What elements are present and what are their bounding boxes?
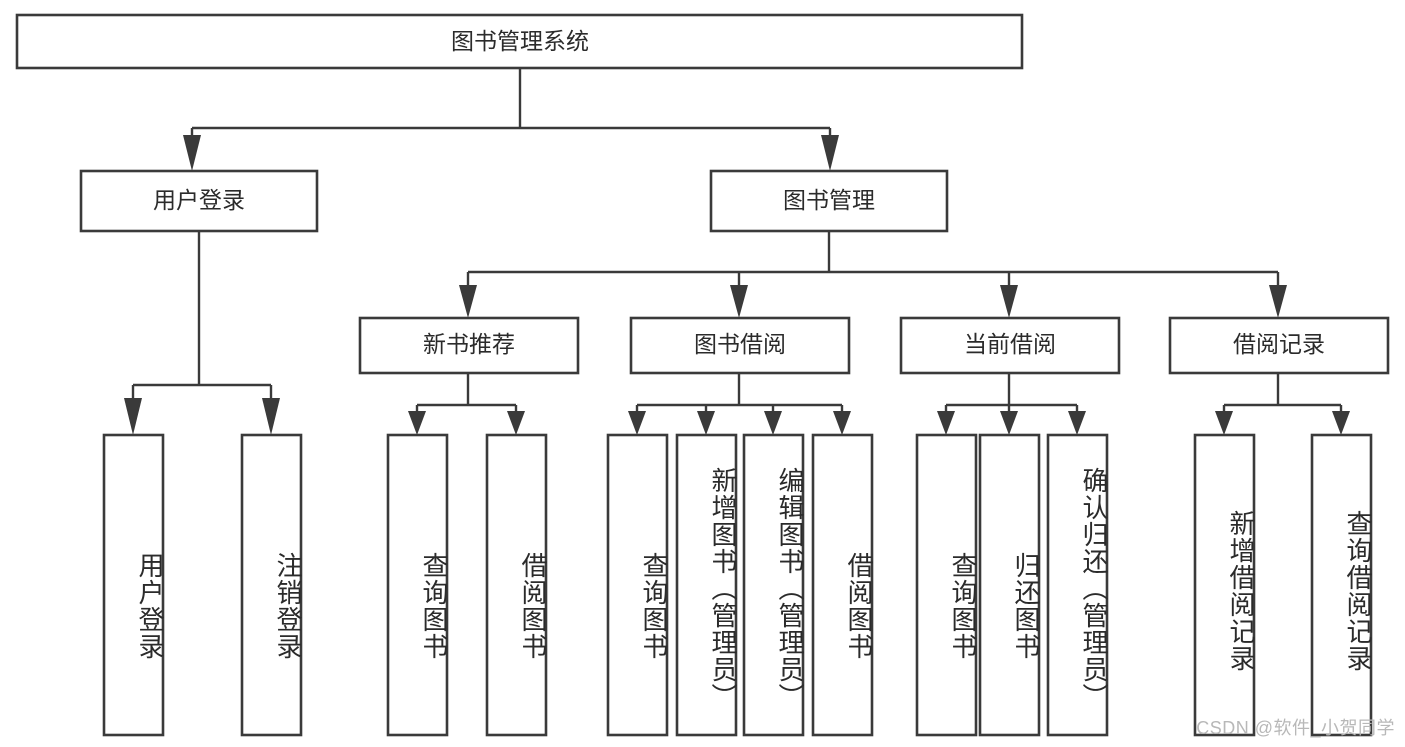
arrow-head-br-add-record	[1215, 411, 1233, 435]
arrow-head-bb-borrow-book	[833, 411, 851, 435]
arrow-head-book-manage	[821, 135, 839, 171]
leaf-box-bb-query-book[interactable]	[606, 433, 669, 737]
leaf-box-layer	[102, 433, 1373, 737]
node-book-borrow-label: 图书借阅	[694, 331, 786, 357]
watermark-text: CSDN @软件_小贺同学	[1196, 718, 1395, 738]
arrow-head-rec-borrow-book	[507, 411, 525, 435]
node-borrow-record-label: 借阅记录	[1233, 331, 1325, 357]
node-book-borrow[interactable]: 图书借阅	[629, 316, 851, 375]
leaf-box-rec-query-book[interactable]	[386, 433, 449, 737]
arrow-head-br-query-record	[1332, 411, 1350, 435]
node-new-book-recommend-label: 新书推荐	[423, 331, 515, 357]
node-user-login[interactable]: 用户登录	[79, 169, 319, 233]
arrow-head-borrow-record	[1269, 285, 1287, 318]
node-book-manage[interactable]: 图书管理	[709, 169, 949, 233]
arrow-head-bb-add-book	[697, 411, 715, 435]
leaf-box-cb-query-book[interactable]	[915, 433, 978, 737]
node-root-title[interactable]: 图书管理系统	[15, 13, 1024, 70]
node-root-title-label: 图书管理系统	[451, 28, 589, 54]
arrow-head-user-login	[183, 135, 201, 171]
arrow-head-cb-return-book	[1000, 411, 1018, 435]
leaf-box-rec-borrow-book[interactable]	[485, 433, 548, 737]
leaf-box-cb-confirm-return[interactable]	[1046, 433, 1109, 737]
arrow-head-bb-edit-book	[764, 411, 782, 435]
leaf-box-cb-return-book[interactable]	[978, 433, 1041, 737]
arrow-head-leaf-logout	[262, 398, 280, 435]
arrow-head-leaf-user-login	[124, 398, 142, 435]
arrow-head-cb-confirm-return	[1068, 411, 1086, 435]
node-borrow-record[interactable]: 借阅记录	[1168, 316, 1390, 375]
leaf-box-user-login[interactable]	[102, 433, 165, 737]
arrow-head-bb-query-book	[628, 411, 646, 435]
node-new-book-recommend[interactable]: 新书推荐	[358, 316, 580, 375]
leaf-box-br-add-record[interactable]	[1193, 433, 1256, 737]
leaf-box-br-query-record[interactable]	[1310, 433, 1373, 737]
node-current-borrow-label: 当前借阅	[964, 331, 1056, 357]
node-book-manage-label: 图书管理	[783, 187, 875, 213]
arrow-head-book-borrow	[730, 285, 748, 318]
node-user-login-label: 用户登录	[153, 187, 245, 213]
connector-layer	[124, 68, 1350, 435]
arrow-head-new-book-rec	[459, 285, 477, 318]
arrow-head-rec-query-book	[408, 411, 426, 435]
node-current-borrow[interactable]: 当前借阅	[899, 316, 1121, 375]
leaf-box-bb-add-book[interactable]	[675, 433, 738, 737]
arrow-head-cb-query-book	[937, 411, 955, 435]
leaf-box-bb-edit-book[interactable]	[742, 433, 805, 737]
leaf-box-bb-borrow-book[interactable]	[811, 433, 874, 737]
arrow-head-current-borrow	[1000, 285, 1018, 318]
leaf-box-logout[interactable]	[240, 433, 303, 737]
